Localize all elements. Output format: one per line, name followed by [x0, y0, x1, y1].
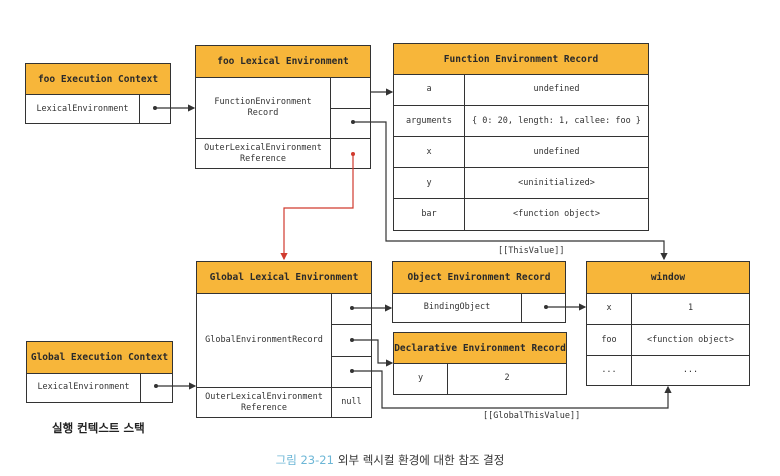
object-environment-record: Object Environment Record BindingObject	[392, 261, 566, 323]
binding-object-label: BindingObject	[423, 302, 491, 312]
outer-reference-pointer-cell	[330, 138, 370, 168]
window-value-foo: <function object>	[631, 324, 749, 355]
der-value-y: 2	[447, 363, 566, 394]
fer-value-x: undefined	[464, 136, 648, 167]
function-environment-record: Function Environment Record a undefined …	[393, 43, 649, 231]
record-pointer-cell-2	[330, 108, 370, 138]
outer-reference-label: OuterLexicalEnvironment Reference	[196, 138, 330, 168]
foo-lexical-environment: foo Lexical Environment FunctionEnvironm…	[195, 45, 371, 169]
window-name-foo: foo	[587, 324, 631, 355]
binding-object-pointer-cell	[521, 293, 565, 322]
declarative-environment-record: Declarative Environment Record y 2	[393, 332, 567, 395]
window-value-ellipsis: ...	[631, 355, 749, 385]
figure-number: 그림 23-21	[275, 453, 334, 467]
window-value-x: 1	[631, 293, 749, 324]
global-execution-context-title: Global Execution Context	[27, 342, 172, 374]
global-this-value-label: [[GlobalThisValue]]	[483, 411, 581, 421]
fer-name-x: x	[394, 136, 464, 167]
fer-name-y: y	[394, 167, 464, 198]
window-name-x: x	[606, 303, 612, 313]
record-pointer-cell-1	[330, 77, 370, 108]
function-environment-record-label: FunctionEnvironment Record	[214, 96, 312, 118]
fer-value-y: <uninitialized>	[464, 167, 648, 198]
foo-lexical-environment-title: foo Lexical Environment	[196, 46, 370, 78]
global-execution-context: Global Execution Context LexicalEnvironm…	[26, 341, 173, 403]
foo-execution-context: foo Execution Context LexicalEnvironment	[25, 63, 171, 124]
fer-value-arguments: { 0: 20, length: 1, callee: foo }	[464, 105, 648, 136]
ger-pointer-cell-declarative	[331, 324, 371, 356]
global-lexical-environment-pointer-cell	[140, 373, 172, 402]
lexical-environment-label: LexicalEnvironment	[36, 103, 129, 114]
object-environment-record-title: Object Environment Record	[393, 262, 565, 294]
global-lexical-environment: Global Lexical Environment GlobalEnviron…	[196, 261, 372, 418]
ger-pointer-cell-object	[331, 293, 371, 324]
figure-title: 외부 렉시컬 환경에 대한 참조 결정	[337, 453, 505, 467]
window-name-ellipsis: ...	[587, 355, 631, 385]
fer-name-arguments: arguments	[394, 105, 464, 136]
window-title: window	[587, 262, 749, 294]
lexical-environment-pointer-cell	[139, 94, 170, 124]
window-object: window x 1 foo <function object> ... ...	[586, 261, 750, 386]
foo-execution-context-title: foo Execution Context	[26, 64, 170, 95]
execution-context-stack-caption: 실행 컨텍스트 스택	[52, 421, 145, 435]
global-lexical-environment-label: LexicalEnvironment	[37, 382, 130, 392]
ger-pointer-cell-global-this	[331, 356, 371, 387]
fer-name-a: a	[426, 84, 432, 94]
fer-name-bar: bar	[394, 198, 464, 230]
fer-value-bar: <function object>	[464, 198, 648, 230]
function-environment-record-title: Function Environment Record	[394, 44, 648, 75]
fer-value-a: undefined	[464, 74, 648, 105]
global-lexical-environment-title: Global Lexical Environment	[197, 262, 371, 294]
global-outer-reference-value: null	[331, 387, 371, 417]
global-outer-reference-label: OuterLexicalEnvironment Reference	[197, 387, 331, 417]
this-value-label: [[ThisValue]]	[498, 246, 565, 256]
global-environment-record-label: GlobalEnvironmentRecord	[205, 334, 323, 345]
der-name-y: y	[417, 373, 424, 383]
declarative-environment-record-title: Declarative Environment Record	[394, 333, 566, 364]
